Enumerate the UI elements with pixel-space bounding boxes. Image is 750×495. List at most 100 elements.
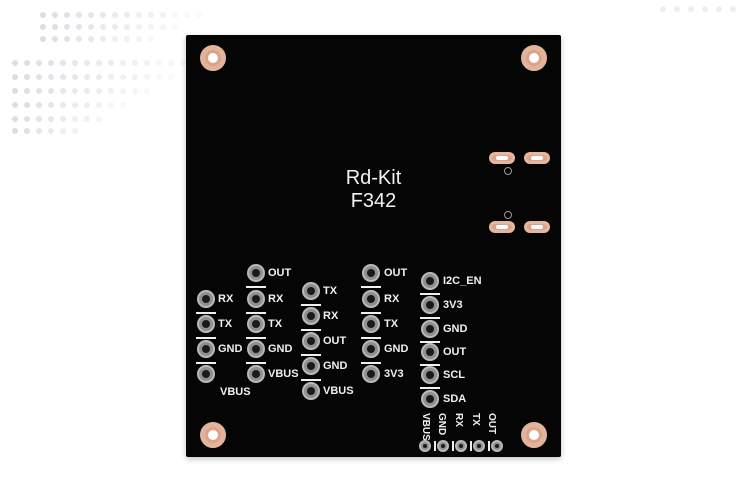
background-dot [132,74,138,80]
background-dot [48,88,54,94]
background-dot [100,12,106,18]
header-f-pin [455,440,467,452]
background-dot [64,24,70,30]
header-a-label: RX [218,293,234,305]
background-dot [64,36,70,42]
background-dot [72,102,78,108]
header-f-label: OUT [486,413,497,435]
silk-separator [246,312,266,314]
header-f-pin [437,440,449,452]
silk-separator [246,362,266,364]
background-dot [24,116,30,122]
oval-pad [489,152,515,164]
silk-separator [420,317,440,319]
background-dot [24,88,30,94]
background-dot [60,128,66,134]
background-dot [36,74,42,80]
header-e-pin [421,320,439,338]
background-dot [730,6,736,12]
background-dot [60,116,66,122]
header-a-pin [197,315,215,333]
background-dot [132,60,138,66]
header-f-pin [419,440,431,452]
mounting-hole-top-left [200,45,226,71]
silk-separator [488,441,490,451]
header-b-pin [247,315,265,333]
pcb-board: Rd-Kit F342 RX TX GND VBUS OUT RX TX GND… [186,35,561,457]
silk-separator [361,312,381,314]
background-dot [52,12,58,18]
background-dot [160,24,166,30]
background-dot [160,12,166,18]
header-c-label: TX [323,285,338,297]
header-e-pin [421,296,439,314]
background-dot [24,128,30,134]
background-dot [36,102,42,108]
silk-separator [196,362,216,364]
background-dot [88,36,94,42]
silk-separator [420,364,440,366]
background-dot [120,102,126,108]
background-dot [156,74,162,80]
background-dot [136,12,142,18]
background-dot [168,60,174,66]
background-dot [144,60,150,66]
background-dot [36,88,42,94]
silk-separator [420,293,440,295]
silk-separator [301,354,321,356]
background-dot [180,60,186,66]
header-a-pin [197,365,215,383]
background-dot [172,12,178,18]
silk-separator [361,337,381,339]
background-dot [60,74,66,80]
header-d-label: OUT [384,267,408,279]
background-dot [96,60,102,66]
silk-separator [420,341,440,343]
header-b-pin [247,264,265,282]
background-dot [124,24,130,30]
silk-separator [301,304,321,306]
oval-pad [489,221,515,233]
header-c-label: OUT [323,335,347,347]
background-dot [72,60,78,66]
background-dot [108,88,114,94]
mounting-hole-bottom-left [200,422,226,448]
background-dot [108,74,114,80]
background-dot [148,36,154,42]
silk-separator [196,337,216,339]
header-b-label: VBUS [268,368,299,380]
background-dot [124,36,130,42]
silk-separator [434,441,436,451]
background-dot [148,24,154,30]
background-dot [60,102,66,108]
background-dot [88,12,94,18]
background-dot [52,36,58,42]
background-dot [84,88,90,94]
silk-separator [470,441,472,451]
background-dot [64,12,70,18]
header-c-pin [302,357,320,375]
header-f-label: GND [436,413,447,436]
background-dot [184,12,190,18]
background-dot [48,102,54,108]
header-c-label: GND [323,360,348,372]
background-dot [48,128,54,134]
background-dot [72,116,78,122]
background-dot [48,74,54,80]
header-f-label: RX [453,413,464,427]
silk-separator [361,362,381,364]
silk-separator [301,379,321,381]
background-dot [172,24,178,30]
header-e-pin [421,390,439,408]
background-dot [12,60,18,66]
header-b-pin [247,365,265,383]
header-b-label: OUT [268,267,292,279]
background-dot [12,102,18,108]
header-a-label: VBUS [220,386,251,398]
header-e-label: OUT [443,346,467,358]
background-dot [76,36,82,42]
header-b-pin [247,290,265,308]
header-d-label: 3V3 [384,368,404,380]
background-dot [84,116,90,122]
header-f-pin [473,440,485,452]
